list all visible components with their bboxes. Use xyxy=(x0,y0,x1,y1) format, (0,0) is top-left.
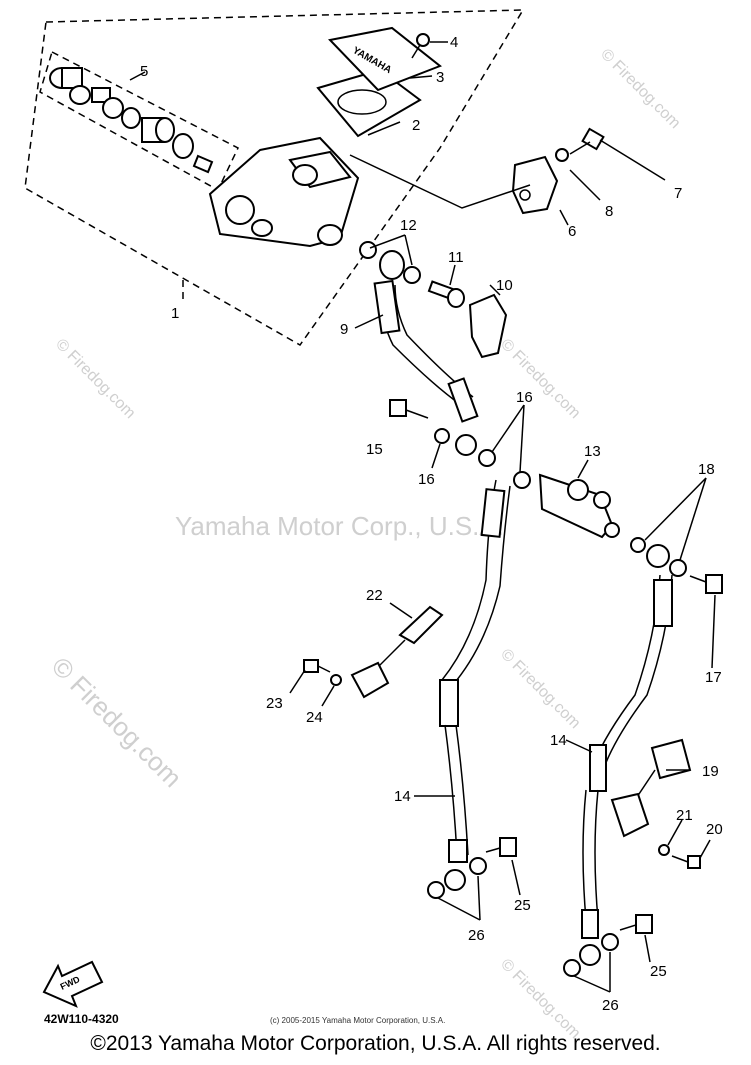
brake-hose-9 xyxy=(373,250,479,423)
callout-8: 8 xyxy=(605,203,613,220)
gasket-26d xyxy=(601,933,619,951)
brake-hose-14-left xyxy=(439,479,511,891)
callout-24: 24 xyxy=(306,709,323,726)
screw-20 xyxy=(671,855,701,869)
watermark-firedog-4: © Firedog.com xyxy=(497,646,583,732)
cover-screw xyxy=(411,33,430,59)
brake-hose-14-right xyxy=(579,574,673,966)
washer-8 xyxy=(555,148,569,162)
part-code: 42W110-4320 xyxy=(44,1012,119,1026)
callout-22: 22 xyxy=(366,587,383,604)
bolt-cap-10 xyxy=(468,293,508,359)
callout-3: 3 xyxy=(436,69,444,86)
callout-1: 1 xyxy=(171,305,179,322)
washer-21 xyxy=(658,844,670,856)
leader-lines xyxy=(129,41,716,993)
callout-13: 13 xyxy=(584,443,601,460)
gasket-26b xyxy=(469,857,487,875)
bolt-17 xyxy=(689,574,723,594)
screw-23 xyxy=(303,659,331,673)
callout-6: 6 xyxy=(568,223,576,240)
watermark-firedog-3: © Firedog.com xyxy=(497,336,583,422)
gasket-12b xyxy=(403,266,421,284)
watermark-firedog-left: © Firedog.com xyxy=(46,651,188,793)
hose-fitting-upper xyxy=(455,434,477,456)
callout-25-right: 25 xyxy=(650,963,667,980)
callout-26-right: 26 xyxy=(602,997,619,1014)
union-bolt-15 xyxy=(389,399,429,419)
hose-guide-19 xyxy=(610,738,692,838)
gasket-16a xyxy=(434,428,450,444)
callout-16-top: 16 xyxy=(516,389,533,406)
gasket-16b xyxy=(478,449,496,467)
bolt-7 xyxy=(569,127,666,181)
callout-14-right: 14 xyxy=(550,732,567,749)
callout-26-left: 26 xyxy=(468,927,485,944)
fwd-arrow-icon: FWD xyxy=(42,960,104,1008)
callout-18: 18 xyxy=(698,461,715,478)
union-bolt-11 xyxy=(427,280,465,308)
reservoir-diaphragm xyxy=(316,68,422,138)
callout-labels: 1 2 3 4 5 6 7 8 9 10 11 12 13 14 14 14 1… xyxy=(140,34,723,1014)
gasket-16c xyxy=(513,471,531,489)
hose-fitting-right xyxy=(646,544,670,568)
callout-2: 2 xyxy=(412,117,420,134)
footer-copyright: ©2013 Yamaha Motor Corporation, U.S.A. A… xyxy=(90,1032,661,1055)
callout-4: 4 xyxy=(450,34,458,51)
bolt-25-left xyxy=(485,837,517,857)
callout-21: 21 xyxy=(676,807,693,824)
callout-16-left: 16 xyxy=(418,471,435,488)
watermark-firedog-1: © Firedog.com xyxy=(597,46,683,132)
callout-19: 19 xyxy=(702,763,719,780)
watermark-center: Yamaha Motor Corp., U.S.A. xyxy=(175,511,504,541)
gasket-26c xyxy=(563,959,581,977)
small-copyright: (c) 2005-2015 Yamaha Motor Corporation, … xyxy=(270,1016,446,1025)
callout-15: 15 xyxy=(366,441,383,458)
brake-switch-bracket xyxy=(349,154,559,215)
washer-24 xyxy=(330,674,342,686)
gasket-12a xyxy=(359,241,377,259)
callout-17: 17 xyxy=(705,669,722,686)
callout-9: 9 xyxy=(340,321,348,338)
gasket-18a xyxy=(630,537,646,553)
callout-10: 10 xyxy=(496,277,513,294)
hose-guide-22 xyxy=(350,605,444,699)
callout-12: 12 xyxy=(400,217,417,234)
callout-25-left: 25 xyxy=(514,897,531,914)
callout-20: 20 xyxy=(706,821,723,838)
master-cylinder-body xyxy=(208,136,360,248)
three-way-joint-13 xyxy=(538,473,620,539)
gasket-26a xyxy=(427,881,445,899)
callout-23: 23 xyxy=(266,695,283,712)
bolt-25-right xyxy=(619,914,653,934)
callout-14-left: 14 xyxy=(394,788,411,805)
callout-5: 5 xyxy=(140,63,148,80)
callout-11: 11 xyxy=(448,249,464,266)
gasket-18b xyxy=(669,559,687,577)
piston-kit xyxy=(49,67,214,174)
callout-7: 7 xyxy=(674,185,682,202)
watermark-firedog-2: © Firedog.com xyxy=(52,336,138,422)
